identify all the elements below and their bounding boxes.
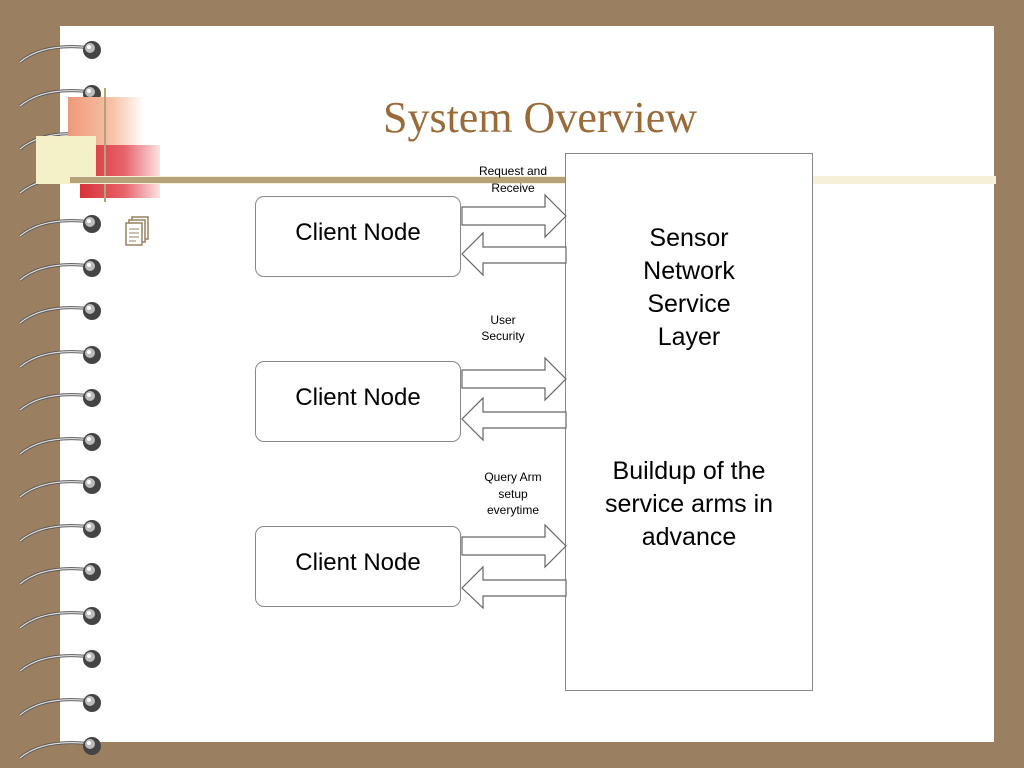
spiral-ring-icon xyxy=(19,650,101,673)
label-query-line3: everytime xyxy=(486,503,539,517)
document-stack-icon xyxy=(125,216,149,246)
service-title-line4: Layer xyxy=(657,323,721,351)
arrow-right-2 xyxy=(461,356,567,402)
deco-vertical-line xyxy=(104,88,106,202)
arrow-right-3 xyxy=(461,523,567,569)
spiral-ring-icon xyxy=(19,302,101,325)
service-sub-line2: service arms in xyxy=(604,490,774,518)
title-rule-dark xyxy=(70,177,566,183)
spiral-ring-icon xyxy=(19,215,101,238)
spiral-ring-icon xyxy=(19,476,101,499)
label-security-line2: Security xyxy=(481,329,525,343)
arrow-left-3 xyxy=(461,565,567,610)
client-node-1: Client Node xyxy=(255,196,461,277)
spiral-ring-icon xyxy=(19,432,101,455)
spiral-ring-icon xyxy=(19,606,101,629)
label-request-line2: Receive xyxy=(491,181,535,195)
sensor-network-service-layer: Sensor Network Service Layer Buildup of … xyxy=(565,153,813,691)
arrow-left-1 xyxy=(461,231,567,277)
label-query-line2: setup xyxy=(498,487,528,501)
label-security-line1: User xyxy=(490,313,516,327)
spiral-ring-icon xyxy=(19,345,101,368)
slide-title: System Overview xyxy=(382,93,698,142)
spiral-ring-icon xyxy=(19,258,101,281)
client-node-2: Client Node xyxy=(255,361,461,442)
label-request-line1: Request and xyxy=(478,164,548,178)
spiral-ring-icon xyxy=(19,693,101,716)
spiral-ring-icon xyxy=(19,519,101,542)
arrow-right-1 xyxy=(461,193,567,239)
service-sub-line1: Buildup of the xyxy=(612,457,766,485)
spiral-ring-icon xyxy=(19,563,101,586)
service-title-line3: Service xyxy=(647,290,731,318)
spiral-ring-icon xyxy=(19,737,101,760)
arrow-left-2 xyxy=(461,396,567,442)
spiral-ring-icon xyxy=(19,41,101,64)
service-title-line2: Network xyxy=(643,257,735,285)
service-title-line1: Sensor xyxy=(649,224,729,252)
client-node-3: Client Node xyxy=(255,526,461,607)
service-sub-line3: advance xyxy=(641,523,737,551)
label-query-line1: Query Arm xyxy=(484,470,542,484)
spiral-ring-icon xyxy=(19,389,101,412)
